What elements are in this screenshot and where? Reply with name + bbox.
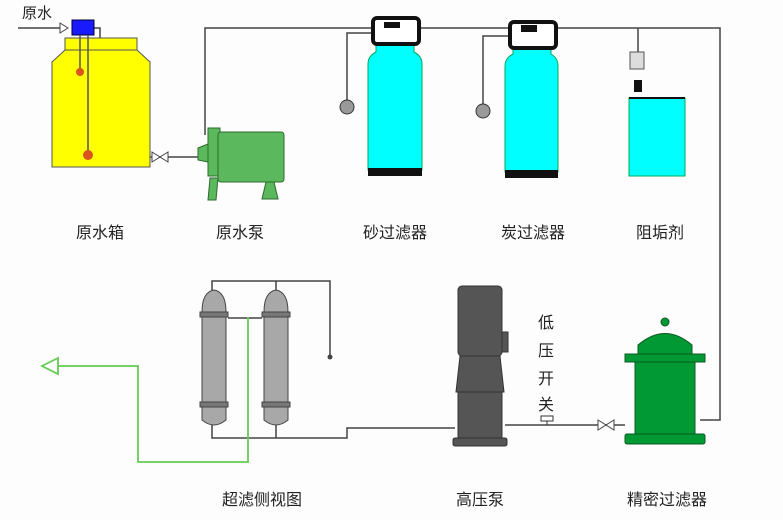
label-char: 关 <box>538 395 554 414</box>
pressure-switch-icon <box>540 415 554 425</box>
raw-water-pump <box>197 127 285 201</box>
precision-filter <box>624 317 706 445</box>
label-carbon-filter: 炭过滤器 <box>501 223 565 242</box>
uf-top-pipe <box>211 280 331 355</box>
raw-water-tank <box>51 35 151 168</box>
inlet-label: 原水 <box>22 4 52 22</box>
outlet-arrow-icon <box>39 356 59 376</box>
label-raw-water-tank: 原水箱 <box>76 223 124 242</box>
label-raw-water-pump: 原水泵 <box>216 223 264 242</box>
product-water-line <box>48 317 249 463</box>
pipes <box>18 27 721 439</box>
main-pipe <box>204 27 721 421</box>
label-precision-filter: 精密过滤器 <box>627 490 707 509</box>
label-char: 开 <box>538 369 554 388</box>
label-char: 压 <box>538 341 554 360</box>
sand-gauge-pipe <box>346 32 372 100</box>
scale-inhibitor-doser <box>628 51 686 177</box>
controller-pipe <box>94 27 101 38</box>
arrow-icon <box>59 22 69 34</box>
label-high-pressure-pump: 高压泵 <box>456 490 504 509</box>
carbon-filter <box>475 20 559 178</box>
label-char: 低 <box>538 313 554 332</box>
label-ultrafiltration: 超滤侧视图 <box>222 490 302 509</box>
ultrafiltration-membranes <box>199 289 291 426</box>
pressure-gauge-icon <box>339 99 355 115</box>
low-pressure-switch-label: 低 压 开 关 <box>538 313 554 414</box>
float-ball <box>76 68 84 76</box>
valve-icon[interactable] <box>597 419 615 431</box>
high-pressure-pump <box>452 285 509 447</box>
valve-icon[interactable] <box>151 151 169 163</box>
label-scale-inhibitor: 阻垢剂 <box>636 223 684 242</box>
carbon-gauge-pipe <box>482 35 510 104</box>
sand-filter <box>339 16 423 176</box>
hp-to-uf-pipe <box>211 425 455 439</box>
pressure-gauge-icon <box>475 103 491 119</box>
label-sand-filter: 砂过滤器 <box>363 223 427 242</box>
level-controller <box>71 19 95 36</box>
float-ball <box>83 150 93 160</box>
drain-point <box>327 354 333 360</box>
